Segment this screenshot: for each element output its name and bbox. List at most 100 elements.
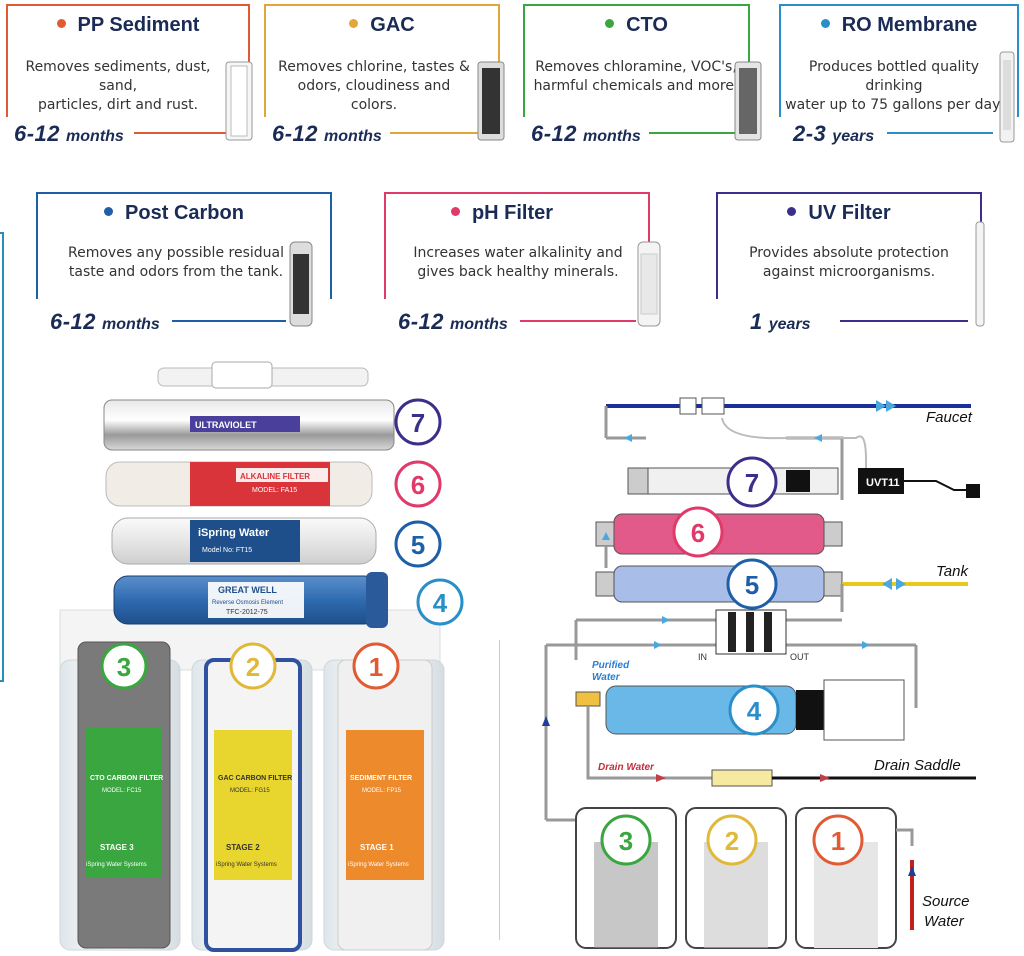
product-illustration: ULTRAVIOLET ALKALINE FILTER MODEL: FA15 … [59,361,464,952]
card-bottom-line [134,132,234,134]
post-label-band [190,520,300,562]
sediment-model-label: MODEL: FP15 [362,788,402,794]
schematic-stage-5 [726,558,778,610]
gac-cartridge-icon [477,61,505,141]
tank-label: Tank [936,563,969,580]
cto-model-label: MODEL: FC15 [102,788,142,794]
bullet-dot [450,207,460,217]
post-model-label: Model No: FT15 [202,547,252,554]
card-bottom-line [172,320,286,322]
section-divider [499,640,500,940]
flow-schematic: Faucet UVT11 Tank IN OUT Purified Water [542,397,980,949]
stage-4-badge [416,578,464,626]
filter-card-gac: GAC Removes chlorine, tastes &odors, clo… [264,4,505,146]
schematic-stage-6-number: 6 [691,518,705,548]
stage-7-badge [394,398,442,446]
card-frame [36,192,332,299]
in-label: IN [698,652,707,662]
card-title: CTO [523,14,750,37]
sediment-label [346,730,424,880]
uvt-label: UVT11 [866,477,900,489]
card-title: Post Carbon [16,202,332,225]
ph-label-inner [236,468,328,482]
card-bottom-line [520,320,636,322]
gac-model-label: MODEL: FG15 [230,788,270,794]
bullet-dot [787,207,797,217]
schematic-stage-3 [600,814,652,866]
gac-company-label: iSpring Water Systems [216,862,277,868]
ph-cartridge-icon [637,241,661,327]
bullet-dot [104,207,114,217]
bullet-dot [820,19,830,29]
stage-2-number: 2 [246,652,260,682]
flow-restrictor [711,769,773,787]
card-frame [264,4,500,117]
cto-company-label: iSpring Water Systems [86,862,147,868]
ro-endcap [366,572,388,628]
sediment-company-label: iSpring Water Systems [348,862,409,868]
schematic-stage-1-number: 1 [831,826,845,856]
schematic-stage-4-number: 4 [747,696,762,726]
filter-card-pp: PP Sediment Removes sediments, dust, san… [6,4,253,146]
card-bottom-line [390,132,478,134]
uv-label-band [190,416,300,432]
drain-saddle-label: Drain Saddle [874,757,961,774]
filter-card-ro: RO Membrane Produces bottled quality dri… [779,4,1019,146]
card-bottom-line [887,132,993,134]
stage-7-number: 7 [411,408,425,438]
bullet-dot [349,19,359,29]
stage-5-number: 5 [411,530,425,560]
card-frame [523,4,750,117]
schematic-post-cartridge [613,565,825,603]
ph-filter-label: ALKALINE FILTER [240,472,310,481]
sediment-cartridge-icon [225,61,253,141]
schematic-stage-3-number: 3 [619,826,633,856]
schematic-stage-4 [728,684,780,736]
stage-3-badge [100,642,148,690]
cto-cartridge-icon [734,61,762,141]
sediment-filter-label: SEDIMENT FILTER [350,775,412,782]
stage-6-badge [394,460,442,508]
card-description: Removes chlorine, tastes &odors, cloudin… [278,59,470,113]
card-title: RO Membrane [779,14,1019,37]
card-frame [779,4,1019,117]
gac-label [214,730,292,880]
schematic-stage-2-number: 2 [725,826,739,856]
filter-card-ph: pH Filter Increases water alkalinity and… [384,192,661,334]
card-title: pH Filter [354,202,650,225]
sediment-stage-label: STAGE 1 [360,843,394,852]
source-label-1: Source [922,893,970,910]
stage-1-badge [352,642,400,690]
gac-stage-label: STAGE 2 [226,843,260,852]
schematic-stage-7-number: 7 [745,468,759,498]
ph-model-label: MODEL: FA15 [252,487,297,494]
purified-label-2: Water [592,672,621,683]
ro-membrane-icon [999,51,1015,143]
post-carbon-cartridge-icon [289,241,313,327]
cto-stage-label: STAGE 3 [100,843,134,852]
schematic-stage-6 [672,506,724,558]
card-frame [6,4,250,117]
uvt-ballast [858,468,904,494]
faucet-label: Faucet [926,409,973,426]
faucet-fitting [679,397,697,415]
stage-2-badge [229,642,277,690]
schematic-stage-7 [726,456,778,508]
drain-water-label: Drain Water [598,762,655,773]
post-carbon-label: iSpring Water [198,527,270,539]
ro-brand-label: GREAT WELL [218,585,277,595]
bullet-dot [56,19,66,29]
out-label: OUT [790,652,810,662]
ro-label [208,582,304,618]
card-title: PP Sediment [6,14,250,37]
purified-label-1: Purified [592,660,630,671]
ro-model-label: TFC-2012-75 [226,609,268,616]
